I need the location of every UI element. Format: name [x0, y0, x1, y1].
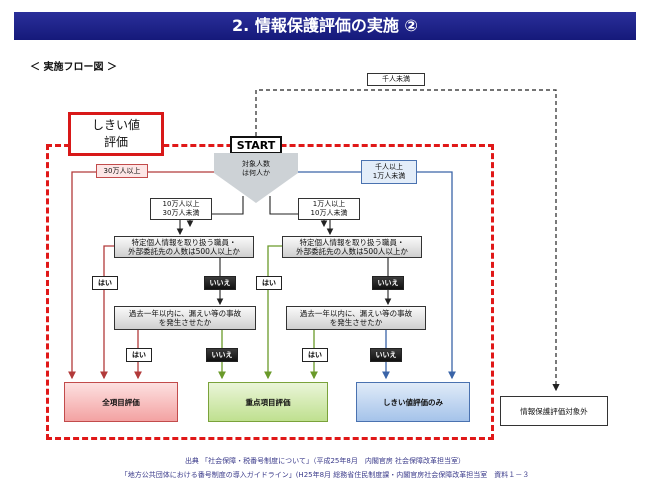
page-title: 2. 情報保護評価の実施 ② — [14, 12, 636, 40]
source-line-1: 出典 「社会保障・税番号制度について」（平成25年8月 内閣官房 社会保障改革担… — [184, 457, 466, 465]
start-node: START — [230, 136, 282, 154]
yes-label-left-staff: はい — [92, 276, 118, 290]
source-line-2: 「地方公共団体における番号制度の導入ガイドライン」(H25年8月 総務省住民制度… — [120, 471, 530, 479]
connector-over-300k — [68, 171, 222, 380]
staff-question-right: 特定個人情報を取り扱う職員・ 外部委託先の人数は500人以上か — [282, 236, 422, 258]
connector-under-1k — [255, 89, 560, 392]
yes-label-left-incident: はい — [126, 348, 152, 362]
staff-question-left: 特定個人情報を取り扱う職員・ 外部委託先の人数は500人以上か — [114, 236, 254, 258]
branch-1k-10k: 千人以上 1万人未満 — [361, 160, 417, 184]
yes-label-right-staff: はい — [256, 276, 282, 290]
no-label-right-incident: いいえ — [370, 348, 402, 362]
result-excluded: 情報保護評価対象外 — [500, 396, 608, 426]
incident-question-left: 過去一年以内に、漏えい等の事故 を発生させたか — [114, 306, 256, 330]
result-full-evaluation: 全項目評価 — [64, 382, 178, 422]
yes-label-right-incident: はい — [302, 348, 328, 362]
no-label-left-staff: いいえ — [204, 276, 236, 290]
threshold-evaluation-label: しきい値 評価 — [68, 112, 164, 156]
no-label-left-incident: いいえ — [206, 348, 238, 362]
branch-10k-100k: 1万人以上 10万人未満 — [298, 198, 360, 220]
result-key-evaluation: 重点項目評価 — [208, 382, 328, 422]
result-threshold-only: しきい値評価のみ — [356, 382, 470, 422]
connector-1k-10k — [290, 171, 456, 380]
incident-question-right: 過去一年以内に、漏えい等の事故 を発生させたか — [286, 306, 426, 330]
flow-diagram-label: ＜ 実施フロー図 ＞ — [30, 62, 117, 73]
branch-under-1k: 千人未満 — [367, 73, 425, 86]
branch-100k-300k: 10万人以上 30万人未満 — [150, 198, 212, 220]
branch-over-300k: 30万人以上 — [96, 164, 148, 178]
no-label-right-staff: いいえ — [372, 276, 404, 290]
